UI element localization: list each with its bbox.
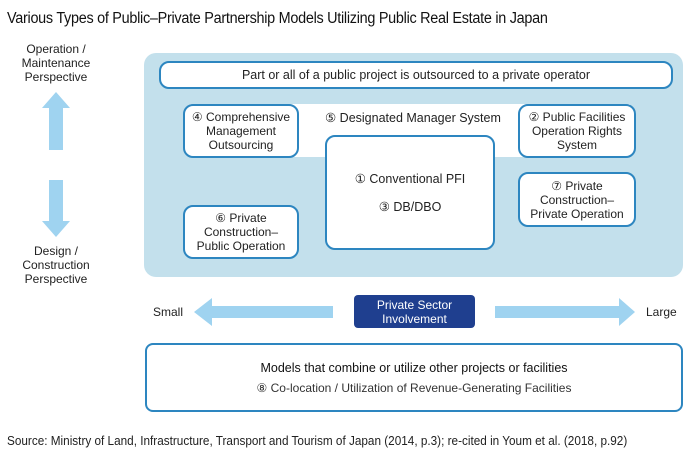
diagram-title: Various Types of Public–Private Partners…: [7, 10, 548, 27]
model-2-box: ② Public Facilities Operation Rights Sys…: [518, 104, 636, 158]
vertical-bottom-label-line: Perspective: [24, 272, 88, 286]
model-7-line: ⑦ Private: [551, 178, 603, 193]
model-4-box: ④ Comprehensive Management Outsourcing: [183, 104, 299, 158]
combined-models-box: Models that combine or utilize other pro…: [145, 343, 683, 412]
axis-large-label: Large: [646, 305, 677, 319]
model-6-line: Public Operation: [196, 239, 286, 253]
involvement-line: Involvement: [382, 311, 447, 326]
model-7-line: Construction–: [539, 192, 615, 207]
arrow-up-icon: [42, 92, 70, 150]
model-4-line: Management: [205, 124, 277, 138]
model-4-line: Outsourcing: [208, 138, 274, 152]
model-7-line: Private Operation: [530, 206, 624, 221]
model-3-label: ③ DB/DBO: [378, 199, 442, 214]
model-1-3-box: ① Conventional PFI ③ DB/DBO: [325, 135, 495, 250]
involvement-line: Private Sector: [376, 297, 453, 312]
private-sector-involvement-badge: Private Sector Involvement: [354, 295, 475, 328]
vertical-bottom-label-line: Construction: [22, 258, 90, 272]
model-8-label: ⑧ Co-location / Utilization of Revenue-G…: [256, 380, 572, 395]
outsourcing-header-text: Part or all of a public project is outso…: [241, 68, 591, 82]
model-4-line: ④ Comprehensive: [191, 110, 291, 124]
arrow-right-icon: [495, 298, 635, 326]
model-7-box: ⑦ Private Construction– Private Operatio…: [518, 172, 636, 227]
model-1-label: ① Conventional PFI: [354, 171, 466, 186]
vertical-top-label: Operation / Maintenance Perspective: [6, 42, 106, 84]
model-2-line: Operation Rights: [531, 124, 623, 138]
source-note: Source: Ministry of Land, Infrastructure…: [7, 434, 628, 448]
vertical-top-label-line: Operation /: [26, 42, 86, 56]
vertical-top-label-line: Perspective: [24, 70, 88, 84]
vertical-bottom-label-line: Design /: [33, 244, 79, 258]
model-6-line: Construction–: [203, 225, 279, 239]
model-6-box: ⑥ Private Construction– Public Operation: [183, 205, 299, 259]
arrow-down-icon: [42, 180, 70, 237]
model-2-line: ② Public Facilities: [528, 110, 626, 124]
axis-small-label: Small: [153, 305, 184, 319]
model-6-line: ⑥ Private: [215, 211, 267, 225]
vertical-bottom-label: Design / Construction Perspective: [6, 244, 106, 286]
model-2-line: System: [556, 138, 597, 152]
vertical-top-label-line: Maintenance: [21, 56, 91, 70]
model-5-label: ⑤ Designated Manager System: [325, 111, 501, 125]
combined-models-heading: Models that combine or utilize other pro…: [260, 360, 568, 375]
arrow-left-icon: [194, 298, 333, 326]
outsourcing-header-box: Part or all of a public project is outso…: [159, 61, 673, 89]
